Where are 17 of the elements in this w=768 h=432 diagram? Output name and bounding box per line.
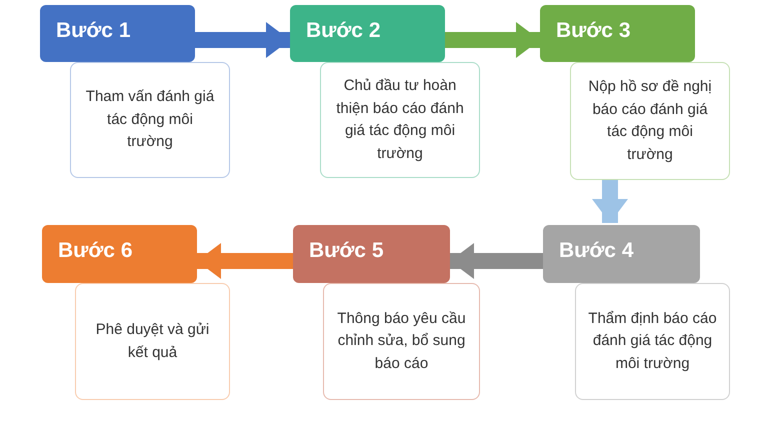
step-header: Bước 4 [543,225,700,283]
description-box: Phê duyệt và gửi kết quả [75,283,230,400]
block-arrow [197,243,293,279]
block-arrow [592,180,628,223]
block-arrow [450,243,543,279]
description-box: Thẩm định báo cáo đánh giá tác động môi trường [575,283,730,400]
description-box: Nộp hồ sơ đề nghị báo cáo đánh giá tác động môi trường [570,62,730,180]
step-header: Bước 5 [293,225,450,283]
step-header: Bước 3 [540,5,695,62]
step-header: Bước 1 [40,5,195,62]
block-arrow [445,22,540,58]
description-box: Tham vấn đánh giá tác động môi trường [70,62,230,178]
step-header: Bước 6 [42,225,197,283]
block-arrow [195,22,290,58]
step-header: Bước 2 [290,5,445,62]
description-box: Chủ đầu tư hoàn thiện báo cáo đánh giá tác động môi trường [320,62,480,178]
description-box: Thông báo yêu cầu chỉnh sửa, bổ sung báo cáo [323,283,480,400]
